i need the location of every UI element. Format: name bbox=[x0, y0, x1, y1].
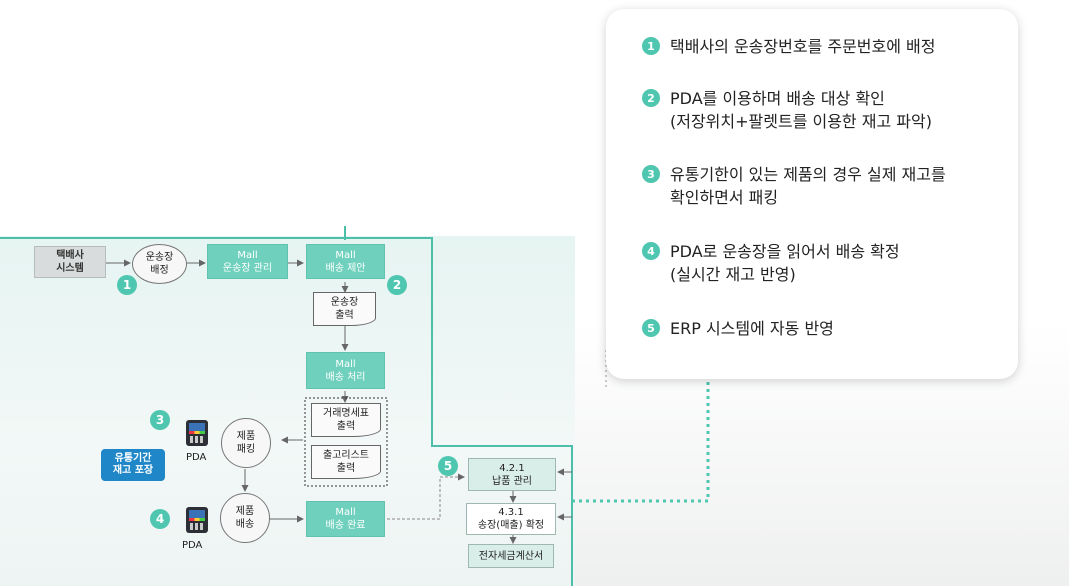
callout-line1: 유통기간 bbox=[114, 453, 152, 464]
product-delivery-line1: 제품 bbox=[235, 506, 255, 517]
waybill-print-line2: 출력 bbox=[335, 310, 354, 321]
legend-number-1: 1 bbox=[642, 37, 660, 55]
mall-delivery-limit-line1: Mall bbox=[335, 249, 356, 261]
legend-number-3: 3 bbox=[642, 165, 660, 183]
statement-print-line2: 출력 bbox=[336, 421, 356, 432]
mall-delivery-process-line1: Mall bbox=[335, 358, 356, 370]
legend-3-line1: 유통기한이 있는 제품의 경우 실제 재고를 bbox=[670, 165, 946, 184]
waybill-print-line1: 운송장 bbox=[330, 297, 359, 308]
legend-item-1: 1 택배사의 운송장번호를 주문번호에 배정 bbox=[642, 35, 936, 58]
delivery-mgmt-line2: 납품 관리 bbox=[492, 475, 532, 487]
mall-delivery-limit-box: Mall 배송 제안 bbox=[306, 244, 385, 279]
statement-print-line1: 거래명세표 bbox=[323, 408, 369, 419]
release-list-print-doc: 출고리스트 출력 bbox=[311, 445, 381, 479]
waybill-print-doc: 운송장 출력 bbox=[313, 292, 376, 326]
legend-number-2: 2 bbox=[642, 89, 660, 107]
callout-line2: 재고 포장 bbox=[112, 465, 154, 476]
product-delivery-line2: 배송 bbox=[235, 519, 255, 530]
legend-number-4: 4 bbox=[642, 242, 660, 260]
mall-waybill-mgmt-box: Mall 운송장 관리 bbox=[207, 244, 288, 279]
release-list-print-line1: 출고리스트 bbox=[323, 450, 369, 461]
mall-delivery-complete-line1: Mall bbox=[335, 507, 356, 518]
mall-delivery-process-line2: 배송 처리 bbox=[325, 371, 366, 383]
legend-2-line2: (저장위치+팔렛트를 이용한 재고 파악) bbox=[670, 112, 932, 131]
invoice-confirm-line2: 송장(매출) 확정 bbox=[477, 520, 545, 531]
delivery-mgmt-box: 4.2.1 납품 관리 bbox=[468, 458, 556, 491]
mall-delivery-process-box: Mall 배송 처리 bbox=[306, 352, 385, 389]
e-tax-invoice-label: 전자세금계산서 bbox=[478, 550, 544, 562]
legend-4-line2: (실시간 재고 반영) bbox=[670, 265, 796, 284]
pda-label-2: PDA bbox=[182, 540, 203, 551]
legend-item-2: 2 PDA를 이용하며 배송 대상 확인 (저장위치+팔렛트를 이용한 재고 파… bbox=[642, 87, 932, 133]
mall-waybill-line1: Mall bbox=[237, 249, 258, 261]
legend-item-5: 5 ERP 시스템에 자동 반영 bbox=[642, 317, 834, 340]
pda-device-icon bbox=[186, 420, 208, 446]
expiry-callout: 유통기간 재고 포장 bbox=[101, 449, 165, 481]
legend-4-line1: PDA로 운송장을 읽어서 배송 확정 bbox=[670, 242, 900, 261]
pda-label-1: PDA bbox=[186, 452, 207, 463]
courier-system-box: 택배사 시스템 bbox=[34, 246, 106, 278]
step-badge-3: 3 bbox=[150, 410, 170, 430]
step-badge-5: 5 bbox=[438, 456, 458, 476]
mall-waybill-line2: 운송장 관리 bbox=[222, 262, 273, 274]
legend-5-line1: ERP 시스템에 자동 반영 bbox=[670, 319, 834, 338]
waybill-assign-line2: 배정 bbox=[150, 265, 169, 276]
legend-3-line2: 확인하면서 패킹 bbox=[670, 188, 779, 207]
mall-delivery-complete-line2: 배송 완료 bbox=[325, 520, 366, 531]
release-list-print-line2: 출력 bbox=[336, 463, 356, 474]
mall-delivery-complete-box: Mall 배송 완료 bbox=[306, 501, 385, 537]
step-badge-4: 4 bbox=[150, 509, 170, 529]
product-packing-line2: 패킹 bbox=[236, 444, 256, 455]
waybill-assign-oval: 운송장 배정 bbox=[132, 244, 187, 284]
statement-print-doc: 거래명세표 출력 bbox=[311, 403, 381, 437]
product-delivery-oval: 제품 배송 bbox=[220, 493, 270, 543]
legend-2-line1: PDA를 이용하며 배송 대상 확인 bbox=[670, 89, 885, 108]
product-packing-line1: 제품 bbox=[236, 431, 256, 442]
process-frame bbox=[0, 237, 573, 586]
mall-delivery-limit-line2: 배송 제안 bbox=[325, 262, 366, 274]
pda-device-icon bbox=[186, 507, 208, 533]
legend-1-line1: 택배사의 운송장번호를 주문번호에 배정 bbox=[670, 37, 936, 56]
invoice-confirm-box: 4.3.1 송장(매출) 확정 bbox=[466, 503, 556, 535]
delivery-mgmt-line1: 4.2.1 bbox=[499, 462, 525, 474]
step-badge-2: 2 bbox=[387, 275, 407, 295]
courier-system-line1: 택배사 bbox=[56, 250, 84, 261]
step-badge-1: 1 bbox=[117, 275, 137, 295]
product-packing-oval: 제품 패킹 bbox=[221, 418, 271, 468]
invoice-confirm-line1: 4.3.1 bbox=[498, 507, 524, 518]
legend-item-3: 3 유통기한이 있는 제품의 경우 실제 재고를 확인하면서 패킹 bbox=[642, 163, 946, 209]
e-tax-invoice-box: 전자세금계산서 bbox=[468, 544, 554, 568]
legend-card: 1 택배사의 운송장번호를 주문번호에 배정 2 PDA를 이용하며 배송 대상… bbox=[606, 9, 1018, 379]
legend-number-5: 5 bbox=[642, 319, 660, 337]
courier-system-line2: 시스템 bbox=[56, 263, 84, 274]
print-group-outline bbox=[304, 397, 388, 487]
legend-item-4: 4 PDA로 운송장을 읽어서 배송 확정 (실시간 재고 반영) bbox=[642, 240, 900, 286]
waybill-assign-line1: 운송장 bbox=[145, 252, 174, 263]
